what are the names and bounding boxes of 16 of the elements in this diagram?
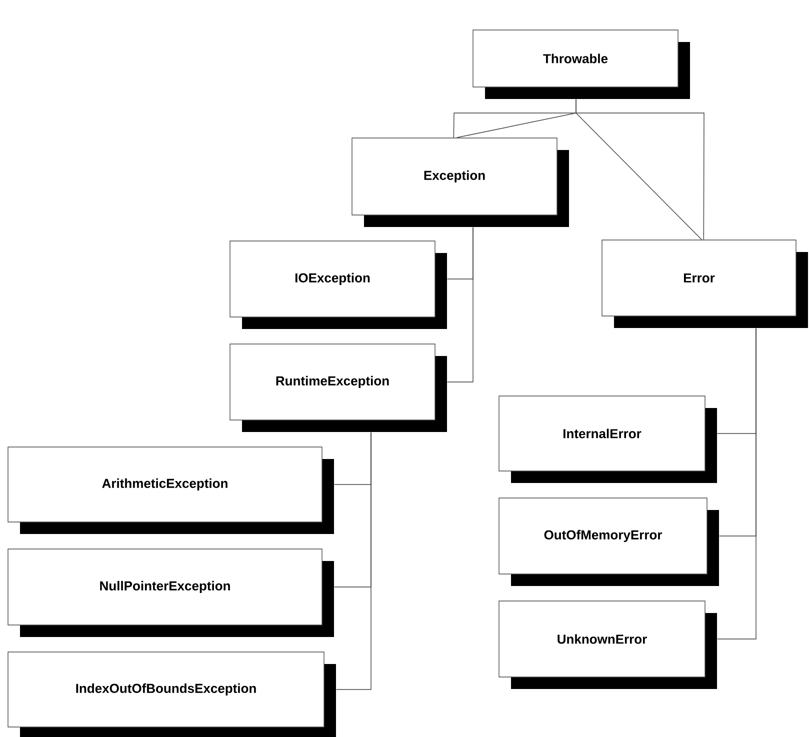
class-box: Exception	[352, 138, 569, 227]
connector-line	[717, 328, 756, 640]
class-box: Throwable	[472, 30, 690, 99]
class-box: OutOfMemoryError	[498, 498, 719, 586]
class-box: IndexOutOfBoundsException	[8, 652, 336, 737]
connector-line	[336, 432, 372, 690]
connector-line	[456, 112, 702, 240]
connector-line	[447, 227, 474, 382]
class-box: RuntimeException	[230, 344, 447, 432]
class-box: Error	[602, 240, 808, 328]
class-box: UnknownError	[498, 600, 717, 689]
class-box: IOException	[230, 240, 447, 329]
class-box: ArithmeticException	[8, 446, 334, 534]
class-box: InternalError	[498, 396, 717, 483]
connector-line	[576, 99, 704, 240]
class-box: NullPointerException	[8, 548, 334, 637]
